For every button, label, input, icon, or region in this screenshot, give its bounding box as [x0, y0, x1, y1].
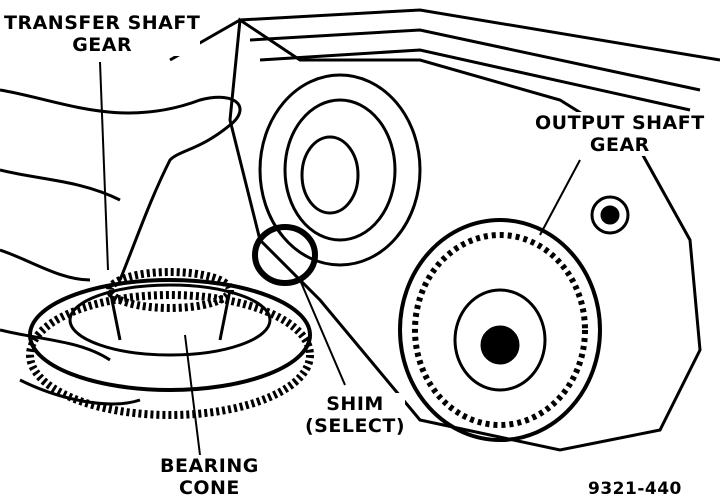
- hand-art: [0, 88, 242, 406]
- shim-art: [252, 224, 318, 286]
- label-line: BEARING: [160, 455, 259, 477]
- label-bearing-cone: BEARING CONE: [160, 455, 259, 499]
- bolt-boss: [590, 195, 630, 235]
- label-line: GEAR: [589, 134, 650, 156]
- leader-output-shaft-gear: [539, 159, 581, 236]
- label-output-shaft-gear: OUTPUT SHAFT GEAR: [535, 112, 705, 156]
- transfer-shaft-gear-art: [26, 268, 314, 419]
- case-housing-outline: [169, 8, 720, 452]
- label-line: CONE: [178, 477, 240, 499]
- bearing-bore: [258, 73, 422, 267]
- case-flange: [249, 28, 701, 112]
- label-shim: SHIM (SELECT): [305, 393, 406, 437]
- leader-transfer-shaft-gear: [99, 61, 109, 271]
- figure-number: 9321-440: [588, 478, 682, 500]
- label-line: SHIM: [326, 393, 384, 415]
- label-line: TRANSFER SHAFT: [4, 12, 201, 34]
- leader-bearing-cone: [184, 334, 201, 456]
- leader-shim: [299, 279, 346, 386]
- output-shaft-gear-art: [398, 218, 602, 442]
- label-line: GEAR: [72, 34, 133, 56]
- label-line: (SELECT): [305, 415, 406, 437]
- bearing-race: [283, 98, 397, 242]
- label-transfer-shaft-gear: TRANSFER SHAFT GEAR: [4, 12, 201, 56]
- label-line: OUTPUT SHAFT: [535, 112, 705, 134]
- shaft-end: [300, 135, 360, 215]
